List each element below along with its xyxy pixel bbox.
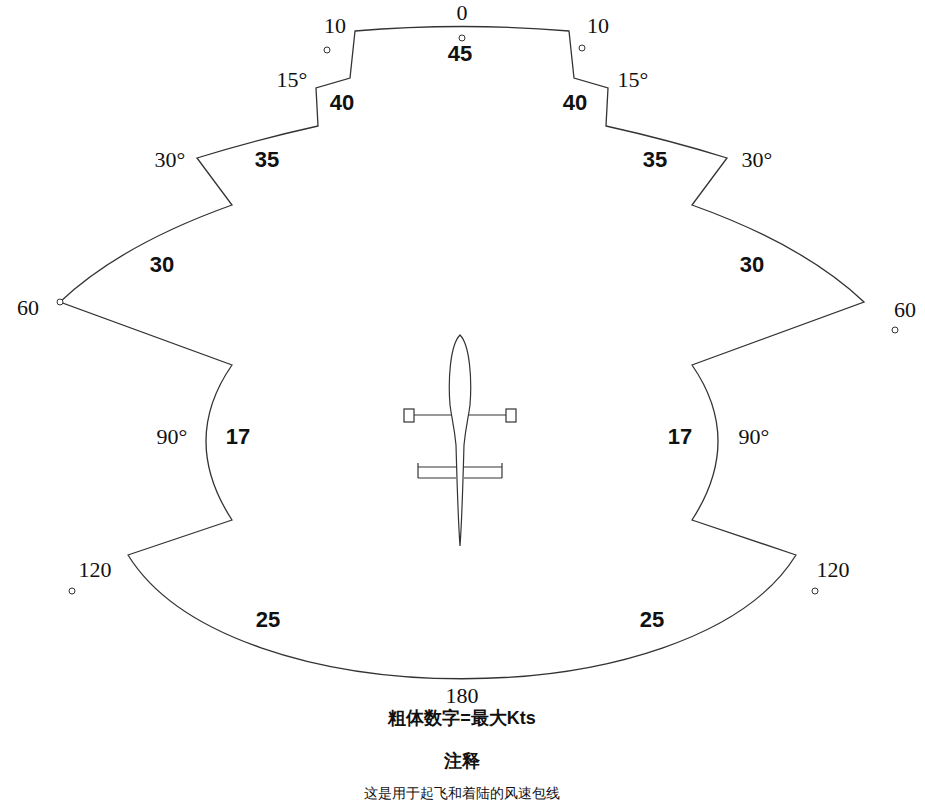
speed-limit: 35	[643, 148, 667, 172]
angle-label: 0	[457, 1, 468, 25]
speed-limit: 25	[256, 608, 280, 632]
angle-label: 10	[587, 14, 609, 38]
angle-label: 15°	[277, 68, 308, 92]
legend-key: 粗体数字=最大Kts	[388, 709, 536, 729]
speed-limit: 35	[255, 148, 279, 172]
angle-label: 30°	[742, 148, 773, 172]
degree-marks	[57, 35, 898, 594]
speed-limit: 45	[448, 42, 472, 66]
note-heading: 注释	[444, 752, 480, 772]
angle-label: 120	[79, 558, 112, 582]
angle-label: 30°	[155, 148, 186, 172]
wind-envelope-outline	[60, 27, 864, 679]
speed-limit: 25	[640, 608, 664, 632]
speed-limit: 17	[226, 425, 250, 449]
speed-limit: 40	[563, 91, 587, 115]
angle-label: 120	[817, 558, 850, 582]
angle-label: 90°	[157, 425, 188, 449]
angle-label: 15°	[618, 68, 649, 92]
helicopter-symbol	[404, 335, 516, 546]
speed-limit: 30	[150, 253, 174, 277]
angle-label: 10	[324, 14, 346, 38]
angle-label: 60	[17, 296, 39, 320]
speed-limit: 40	[330, 91, 354, 115]
speed-limit: 30	[740, 253, 764, 277]
speed-limit: 17	[668, 425, 692, 449]
note-text: 这是用于起飞和着陆的风速包线	[364, 786, 560, 801]
angle-label: 90°	[739, 425, 770, 449]
angle-label: 60	[894, 298, 916, 322]
angle-label: 180	[446, 684, 479, 708]
